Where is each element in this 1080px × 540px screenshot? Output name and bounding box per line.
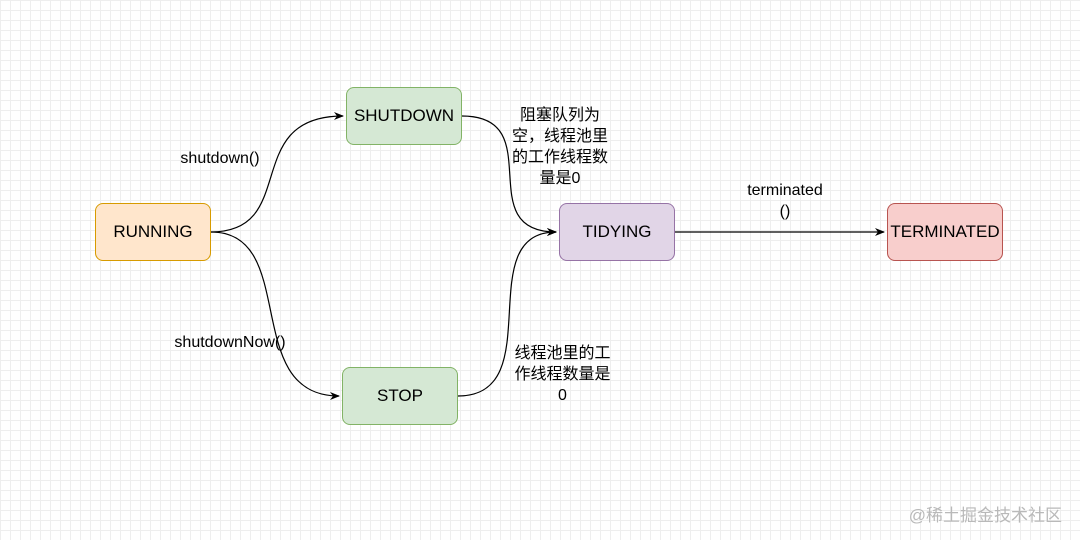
- edge-label-queue-empty: 阻塞队列为 空，线程池里 的工作线程数 量是0: [511, 107, 608, 187]
- node-tidying: TIDYING: [559, 203, 675, 261]
- edge-running-stop: [210, 231, 340, 400]
- watermark: @稀土掘金技术社区: [908, 506, 1062, 525]
- node-shutdown: SHUTDOWN: [346, 87, 462, 145]
- node-terminated: TERMINATED: [887, 203, 1003, 261]
- edge-label-shutdown: shutdown(): [180, 150, 260, 167]
- edge-label-shutdownnow: shutdownNow(): [174, 334, 286, 351]
- edge-label-workers-zero: 线程池里的工 作线程数量是 0: [514, 345, 611, 404]
- edge-stop-tidying: [457, 228, 557, 397]
- edge-shutdown-tidying: [461, 115, 557, 236]
- node-running: RUNNING: [95, 203, 211, 261]
- edge-label-terminated: terminated (): [747, 182, 823, 220]
- node-stop: STOP: [342, 367, 458, 425]
- edge-running-shutdown: [210, 112, 344, 233]
